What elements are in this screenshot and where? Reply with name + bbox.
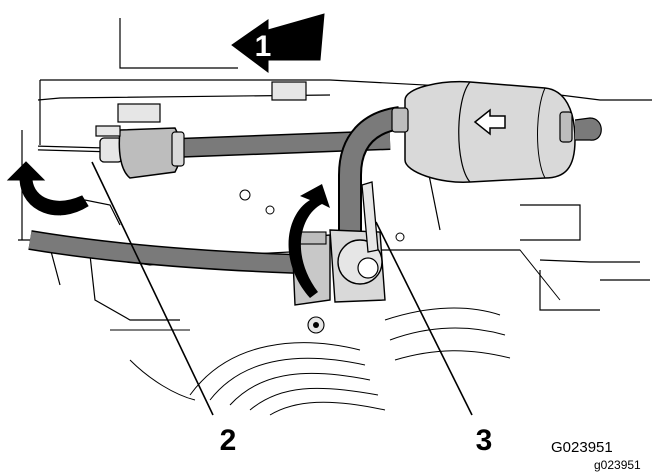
figure-code: G023951 <box>551 439 613 456</box>
fuel-filter <box>391 80 602 183</box>
rotate-clamp-arrow-icon <box>288 184 330 298</box>
rotate-left-arrow-icon <box>6 161 89 216</box>
fuel-hoses <box>28 106 403 275</box>
figure-code-small: g023951 <box>594 458 641 472</box>
upper-bracket <box>117 81 307 123</box>
flow-direction-arrow <box>473 108 506 136</box>
leader-lines <box>91 161 473 416</box>
callout-label-3: 3 <box>476 424 493 457</box>
engine-fins <box>110 189 561 416</box>
callout-label-2: 2 <box>220 424 237 457</box>
leader-line-3 <box>375 221 473 416</box>
fuel-shutoff-valve <box>37 125 185 179</box>
direction-arrow-1: 1 <box>231 13 325 73</box>
hose-clamp-assembly <box>291 181 386 334</box>
callout-label-1: 1 <box>255 30 272 63</box>
machine-frame-lines <box>18 18 652 321</box>
leader-line-2 <box>91 161 214 416</box>
